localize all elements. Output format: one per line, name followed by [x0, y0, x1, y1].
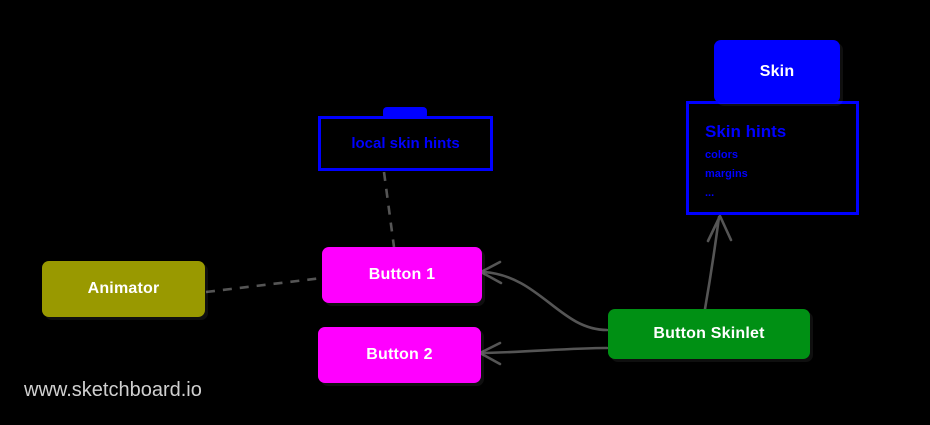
edge-local-skin-hints-to-button1 [382, 171, 396, 248]
arrowhead-button1 [479, 260, 503, 285]
skin-hints-title: Skin hints [705, 122, 787, 141]
edge-button-skinlet-to-button1 [482, 270, 609, 332]
node-skin[interactable]: Skin [714, 40, 840, 103]
node-animator[interactable]: Animator [42, 261, 205, 317]
node-button-skinlet[interactable]: Button Skinlet [608, 309, 810, 359]
skin-hints-box[interactable]: Skin hints colors margins ... [686, 101, 859, 215]
local-skin-hints-title: local skin hints [351, 135, 460, 152]
edge-button-skinlet-to-skin-hints [703, 215, 721, 311]
edge-button-skinlet-to-button2 [481, 346, 609, 355]
node-button-1[interactable]: Button 1 [322, 247, 482, 303]
local-skin-hints-tab [383, 107, 427, 119]
node-button-skinlet-label: Button Skinlet [653, 325, 765, 342]
node-button-2[interactable]: Button 2 [318, 327, 481, 383]
arrowhead-button2 [478, 341, 502, 366]
edge-animator-to-button1 [205, 276, 323, 294]
sketchboard-watermark: www.sketchboard.io [24, 379, 202, 401]
node-button-2-label: Button 2 [366, 346, 433, 363]
node-skin-label: Skin [759, 62, 795, 80]
node-button-1-label: Button 1 [368, 266, 436, 283]
node-animator-label: Animator [87, 280, 160, 297]
arrowhead-skin-hints [706, 214, 733, 243]
skin-hints-item-margins: margins [705, 168, 748, 180]
skin-hints-item-ellipsis: ... [705, 187, 715, 199]
local-skin-hints-box[interactable]: local skin hints [318, 116, 493, 171]
skin-hints-item-colors: colors [705, 149, 739, 161]
